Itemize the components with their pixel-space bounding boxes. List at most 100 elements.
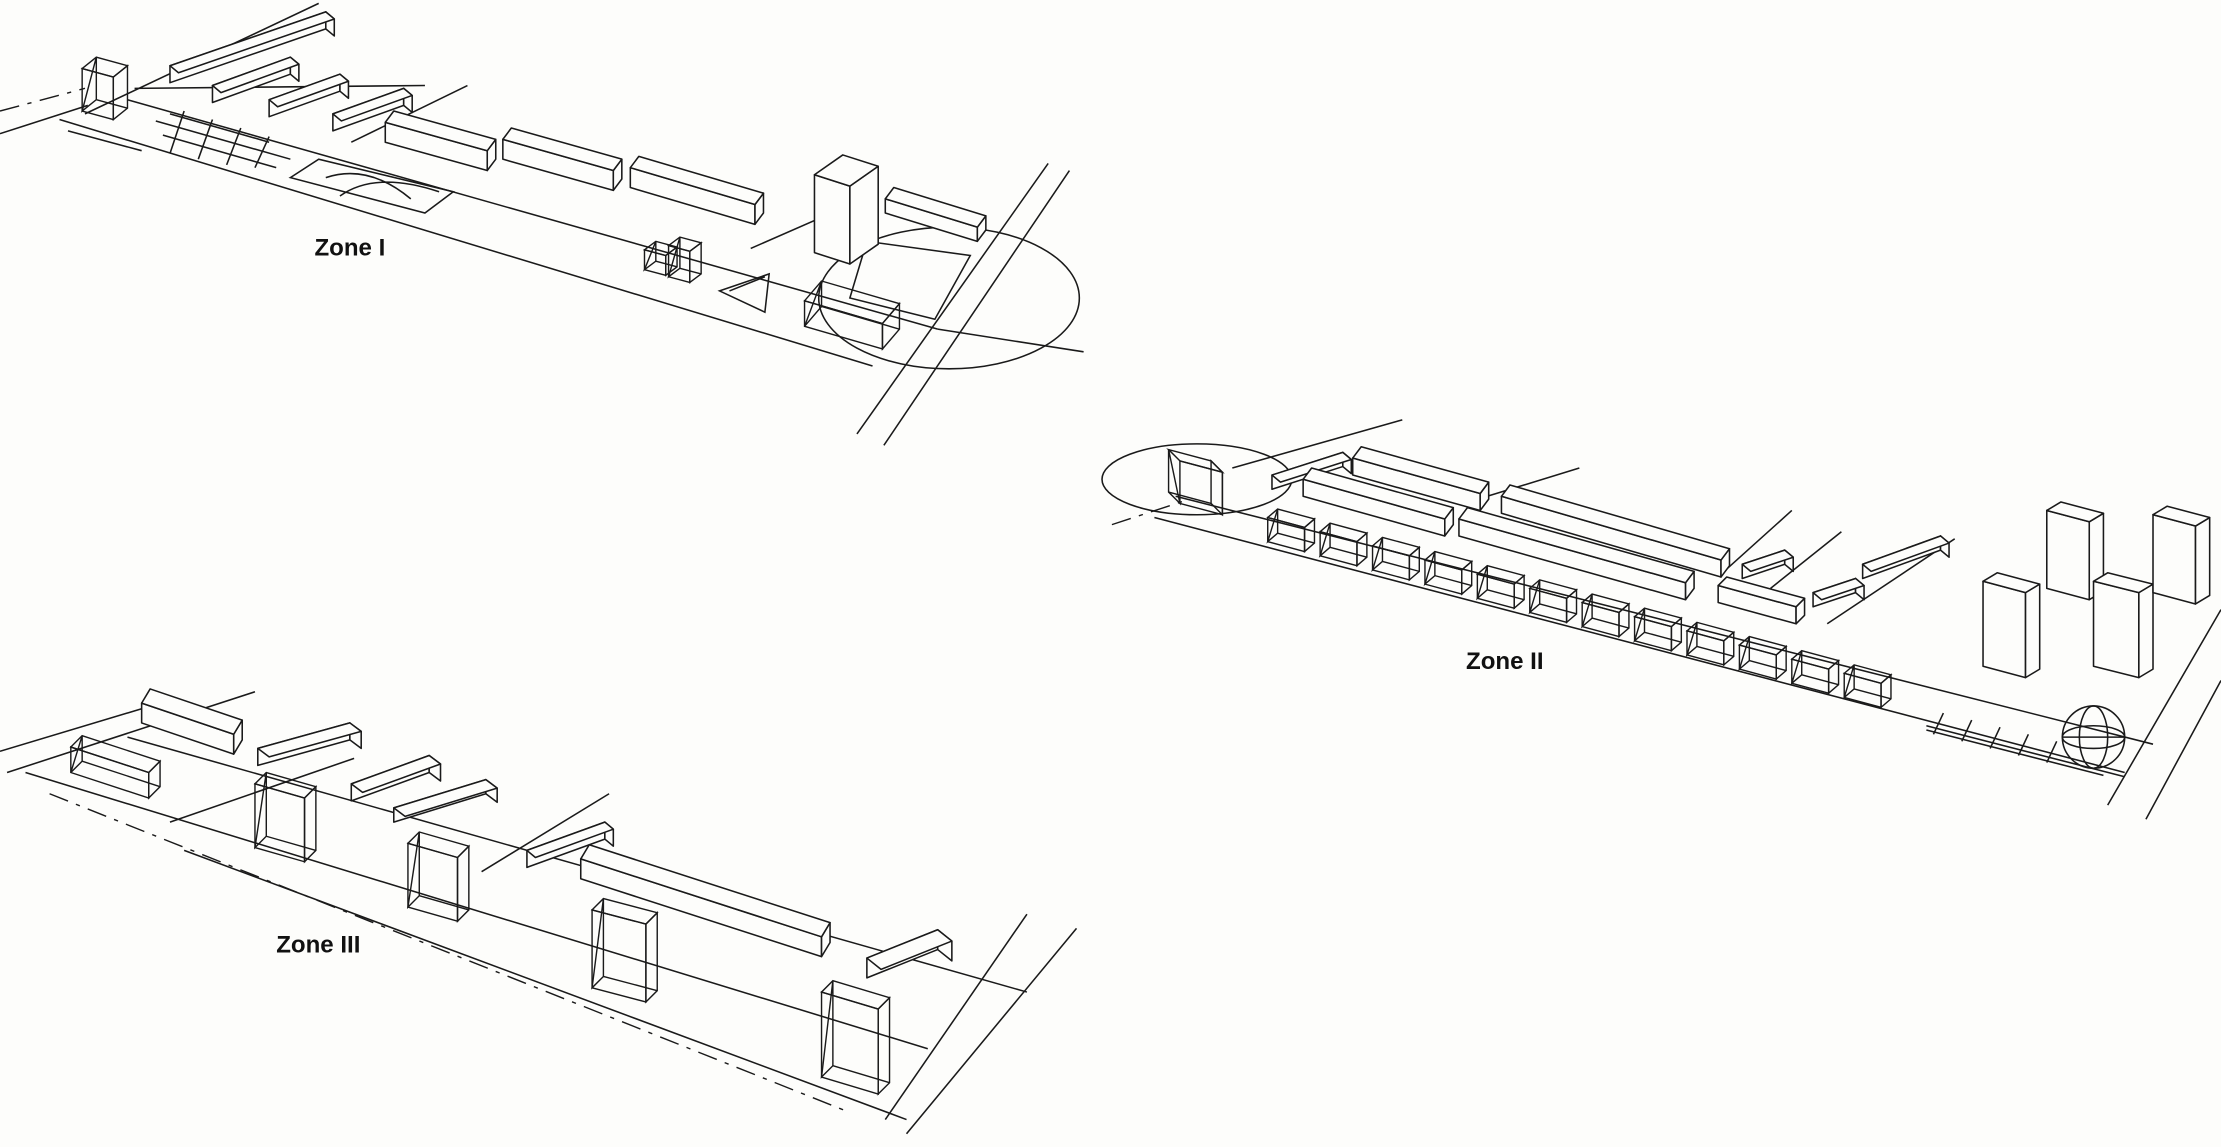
building-face	[1528, 579, 1578, 600]
building-face	[1812, 577, 1865, 601]
building-face	[2152, 513, 2197, 605]
building-massing	[406, 831, 471, 923]
building-face	[81, 760, 161, 788]
building-face	[866, 928, 953, 971]
building-massing	[866, 928, 953, 979]
building-face	[1329, 546, 1368, 558]
building-face	[1790, 650, 1803, 686]
zone-3-drawing: Zone III	[0, 691, 1078, 1135]
building-massing	[502, 127, 623, 192]
street-line	[6, 691, 256, 774]
globe-structure	[2061, 705, 2126, 770]
building-face	[1318, 523, 1331, 558]
building-face	[1717, 576, 1806, 608]
building-face	[1685, 621, 1736, 642]
building-massing	[2152, 505, 2211, 605]
street-line	[1720, 509, 1793, 575]
grid-pattern	[155, 110, 291, 169]
building-face	[884, 186, 987, 228]
building-face	[1475, 565, 1488, 601]
zone-1-label: Zone I	[314, 235, 385, 262]
building-massing	[579, 843, 831, 958]
building-massing	[1351, 445, 1490, 512]
building-face	[803, 280, 823, 327]
building-face	[1861, 535, 1950, 573]
building-face	[1685, 622, 1698, 658]
building-face	[266, 835, 317, 852]
paving-grid	[1926, 712, 2104, 777]
building-massing	[268, 73, 350, 118]
building-face	[1371, 536, 1421, 557]
building-face	[526, 821, 615, 859]
building-face	[350, 754, 442, 794]
building-massing	[666, 236, 703, 284]
street-line	[183, 849, 907, 1121]
building-massing	[350, 754, 442, 802]
building-face	[406, 831, 471, 859]
building-massing	[1166, 448, 1225, 517]
building-face	[1475, 564, 1526, 585]
building-face	[803, 299, 884, 350]
building-face	[80, 56, 130, 78]
building-face	[1318, 522, 1369, 543]
building-massing	[1500, 484, 1731, 578]
building-face	[140, 688, 243, 736]
building-face	[1266, 508, 1279, 544]
building-massing	[1812, 577, 1865, 608]
building-massing	[820, 979, 891, 1096]
street-line	[127, 736, 1028, 993]
building-face	[813, 154, 879, 187]
building-face	[2024, 583, 2041, 679]
zone-3-label: Zone III	[276, 931, 360, 958]
building-face	[1371, 537, 1384, 573]
building-face	[112, 64, 129, 122]
street-line	[67, 130, 142, 152]
building-massing	[1528, 579, 1578, 624]
building-face	[642, 241, 657, 272]
cross-street	[905, 927, 1078, 1135]
building-massing	[1685, 621, 1736, 667]
building-face	[211, 56, 300, 94]
building-face	[1168, 491, 1212, 505]
building-massing	[392, 778, 498, 823]
cross-street	[884, 913, 1028, 1120]
street-line	[1111, 498, 1191, 526]
building-face	[406, 831, 420, 910]
building-massing	[69, 734, 162, 800]
building-face	[2194, 516, 2211, 605]
zone-2-label: Zone II	[1466, 648, 1544, 675]
building-face	[655, 260, 678, 268]
building-face	[1790, 649, 1841, 670]
building-face	[392, 778, 498, 818]
street-line	[0, 708, 142, 753]
building-massing	[257, 722, 362, 767]
building-massing	[80, 56, 130, 122]
building-face	[1351, 445, 1490, 495]
building-face	[667, 236, 681, 279]
building-face	[1382, 560, 1420, 573]
building-face	[1580, 593, 1631, 614]
building-massing	[629, 155, 765, 226]
building-face	[832, 1065, 890, 1084]
street-line	[1154, 516, 2125, 774]
building-massing	[1633, 607, 1683, 653]
building-face	[603, 975, 658, 992]
building-face	[689, 241, 702, 284]
building-face	[820, 979, 891, 1010]
building-face	[2138, 583, 2154, 679]
building-face	[679, 267, 702, 275]
building-face	[1842, 664, 1855, 700]
cross-street	[856, 162, 1049, 435]
curved-path-pattern	[288, 158, 456, 214]
paving-line	[1926, 725, 2125, 778]
building-face	[1167, 449, 1182, 506]
building-face	[813, 173, 851, 265]
building-massing	[2092, 572, 2154, 679]
street-line	[0, 87, 86, 112]
cross-street	[2145, 680, 2221, 820]
building-face	[419, 895, 470, 911]
building-massing	[1741, 549, 1795, 580]
building-massing	[1790, 649, 1841, 695]
building-face	[1580, 593, 1593, 629]
